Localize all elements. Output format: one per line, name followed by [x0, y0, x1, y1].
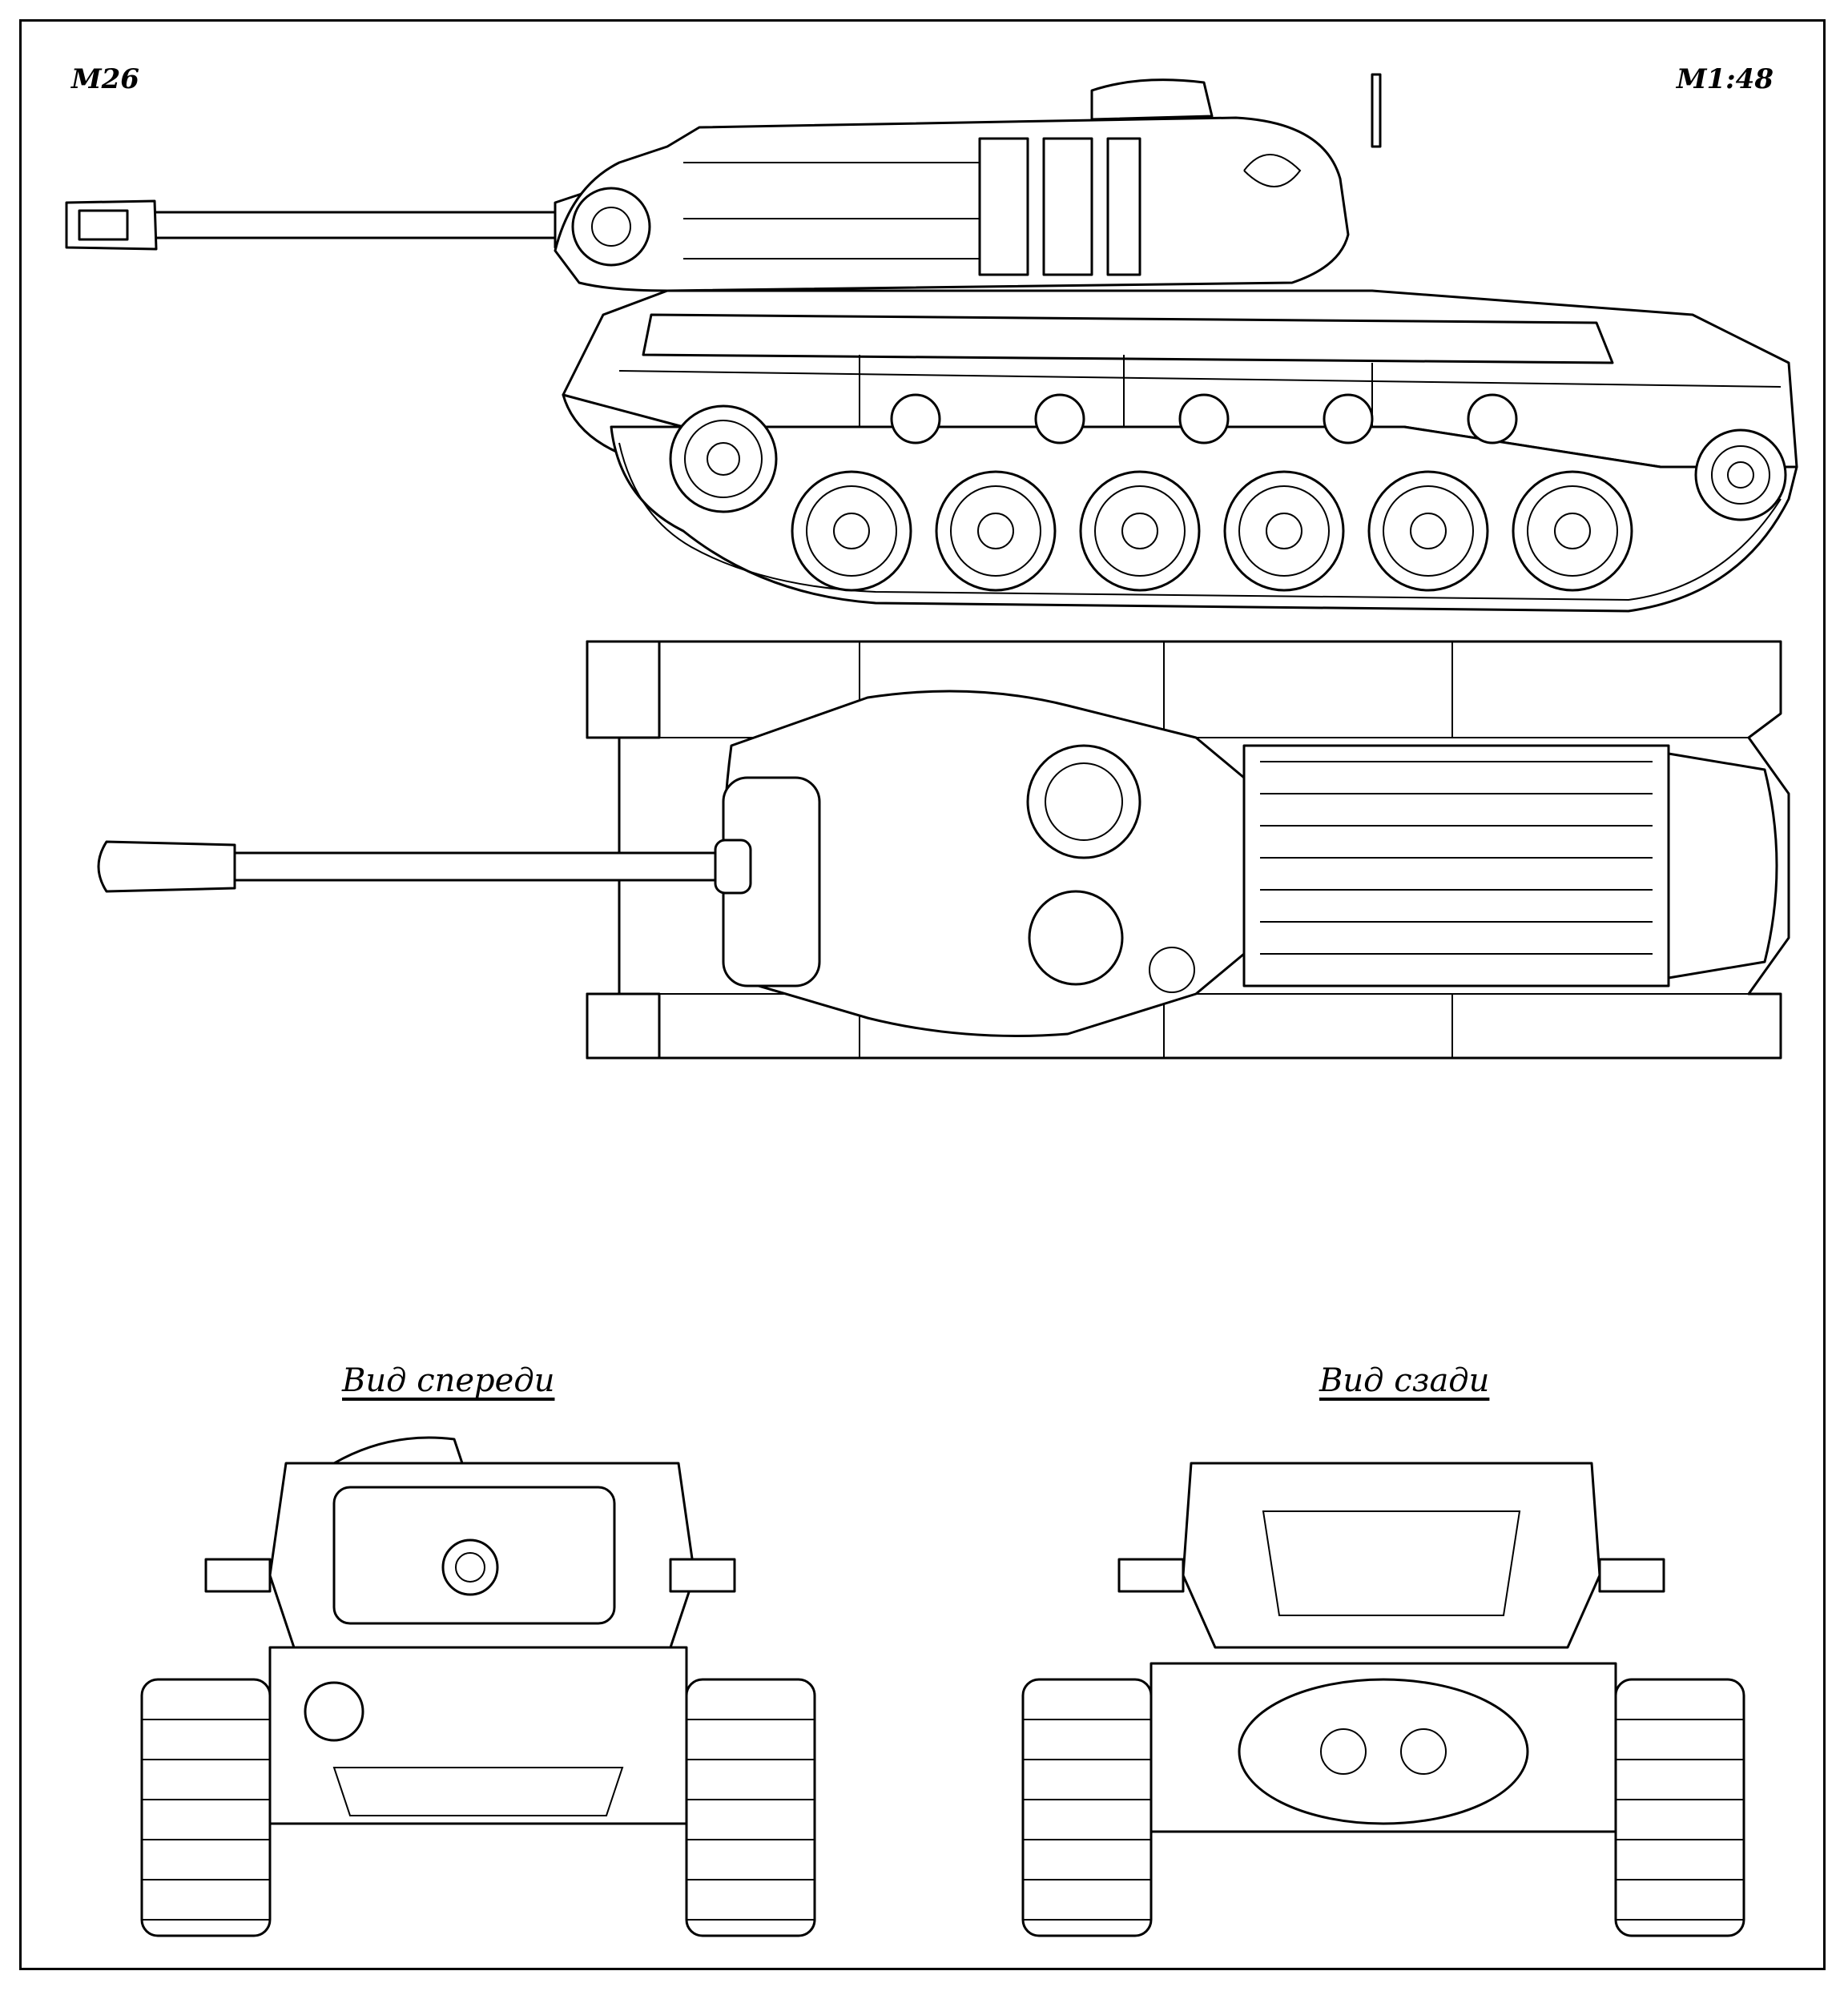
side-road-wheels [670, 406, 1786, 590]
side-return-rollers [892, 395, 1516, 443]
drawing-sheet: M26 M1:48 [19, 19, 1826, 1970]
front-turret [206, 1438, 735, 1647]
side-turret [555, 74, 1380, 291]
scale-label: M1:48 [1676, 63, 1774, 95]
rear-left-track [1023, 1679, 1151, 1936]
rear-view-drawing [1007, 1399, 1760, 1960]
top-engine-deck [1244, 746, 1777, 986]
top-gun-barrel [99, 840, 751, 893]
top-view-drawing [58, 617, 1813, 1066]
front-hull [270, 1647, 686, 1824]
side-view-drawing [58, 50, 1813, 627]
side-gun-barrel [66, 187, 611, 267]
side-track [611, 427, 1797, 611]
rear-turret [1119, 1463, 1664, 1647]
front-view-drawing [110, 1399, 831, 1960]
top-turret [723, 691, 1244, 1036]
rear-view-caption: Вид сзади [1319, 1362, 1490, 1399]
rear-right-track [1616, 1679, 1744, 1936]
front-left-track [142, 1679, 270, 1936]
rear-hull [1151, 1663, 1616, 1832]
front-right-track [686, 1679, 815, 1936]
tank-model-label: M26 [71, 63, 139, 95]
front-view-caption: Вид спереди [342, 1362, 555, 1399]
